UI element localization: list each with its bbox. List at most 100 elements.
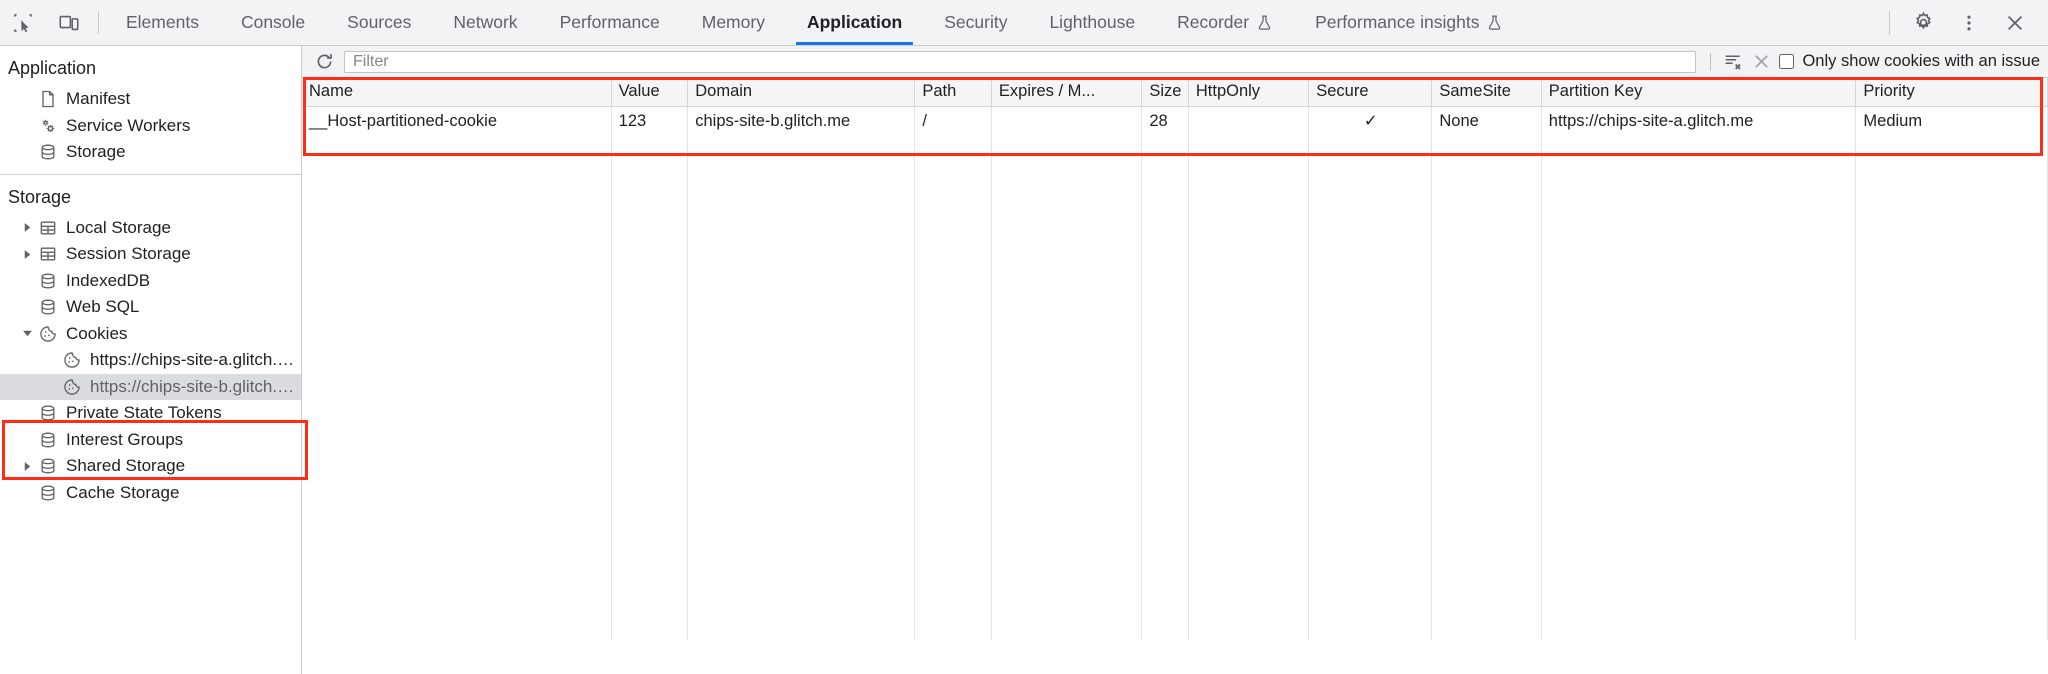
table-empty-row — [302, 584, 2048, 612]
database-icon — [36, 297, 60, 317]
cell-partition-key: https://chips-site-a.glitch.me — [1541, 106, 1857, 136]
sidebar-item-cache-storage[interactable]: Cache Storage — [0, 480, 301, 507]
column-header[interactable]: Domain — [687, 78, 916, 107]
tab-performance-insights[interactable]: Performance insights — [1294, 0, 1524, 45]
table-empty-row — [302, 164, 2048, 192]
sidebar-item-storage[interactable]: Storage — [0, 139, 301, 166]
sidebar-item-cookies[interactable]: Cookies — [0, 321, 301, 348]
cell-priority: Medium — [1855, 106, 2048, 136]
device-toolbar-icon[interactable] — [46, 0, 92, 45]
sidebar-item-manifest[interactable]: Manifest — [0, 86, 301, 113]
tab-label: Lighthouse — [1049, 12, 1136, 32]
sidebar-item-web-sql[interactable]: Web SQL — [0, 294, 301, 321]
inspect-element-icon[interactable] — [0, 0, 46, 45]
sidebar-section-title: Application — [8, 58, 97, 78]
sidebar-item-label: Private State Tokens — [66, 403, 222, 423]
table-empty-row — [302, 556, 2048, 584]
document-icon — [36, 89, 60, 109]
sidebar-item-label: Web SQL — [66, 297, 140, 317]
column-header[interactable]: SameSite — [1431, 78, 1542, 107]
close-icon[interactable] — [1992, 12, 2038, 34]
chevron-right-icon[interactable] — [18, 222, 36, 233]
sidebar-item-https-chips-site-a-glitch-me[interactable]: https://chips-site-a.glitch.me — [0, 347, 301, 374]
table-empty-row — [302, 192, 2048, 220]
sidebar-item-label: Interest Groups — [66, 429, 184, 449]
sidebar-item-private-state-tokens[interactable]: Private State Tokens — [0, 400, 301, 427]
sidebar-item-service-workers[interactable]: Service Workers — [0, 113, 301, 140]
tab-memory[interactable]: Memory — [681, 0, 786, 45]
checkbox-box[interactable] — [1779, 54, 1795, 69]
cookie-icon — [36, 324, 60, 344]
filter-input[interactable] — [344, 50, 1697, 73]
column-header[interactable]: Expires / M... — [991, 78, 1143, 107]
database-icon — [36, 142, 60, 162]
chevron-down-icon[interactable] — [18, 328, 36, 339]
database-icon — [36, 271, 60, 291]
table-empty-row — [302, 360, 2048, 388]
more-options-icon[interactable] — [1946, 13, 1992, 33]
column-header[interactable]: Size — [1141, 78, 1189, 107]
column-header[interactable]: HttpOnly — [1188, 78, 1310, 107]
sidebar-item-local-storage[interactable]: Local Storage — [0, 215, 301, 242]
tab-network[interactable]: Network — [432, 0, 538, 45]
tab-recorder[interactable]: Recorder — [1156, 0, 1294, 45]
tab-label: Performance — [559, 12, 660, 32]
column-header[interactable]: Priority — [1855, 78, 2048, 107]
column-header[interactable]: Secure — [1308, 78, 1433, 107]
table-empty-row — [302, 472, 2048, 500]
sidebar-item-label: Cache Storage — [66, 482, 180, 502]
tab-elements[interactable]: Elements — [105, 0, 220, 45]
table-empty-row — [302, 416, 2048, 444]
tab-console[interactable]: Console — [220, 0, 326, 45]
tab-label: Recorder — [1177, 12, 1250, 32]
chevron-right-icon[interactable] — [18, 461, 36, 472]
table-icon — [36, 218, 60, 238]
sidebar-item-label: Service Workers — [66, 115, 191, 135]
cell-domain: chips-site-b.glitch.me — [687, 106, 916, 136]
settings-gear-icon[interactable] — [1900, 11, 1946, 34]
sidebar-item-shared-storage[interactable]: Shared Storage — [0, 453, 301, 480]
sidebar-item-label: IndexedDB — [66, 270, 151, 290]
sidebar-item-label: Manifest — [66, 89, 131, 109]
tab-label: Performance insights — [1315, 12, 1480, 32]
sidebar-item-interest-groups[interactable]: Interest Groups — [0, 427, 301, 454]
column-header[interactable]: Partition Key — [1541, 78, 1857, 107]
filterbar-divider — [1710, 52, 1712, 71]
cell-path: / — [914, 106, 992, 136]
database-icon — [36, 403, 60, 423]
only-show-issues-checkbox[interactable]: Only show cookies with an issue — [1779, 52, 2040, 71]
table-empty-row — [302, 248, 2048, 276]
refresh-icon[interactable] — [310, 49, 338, 75]
tab-security[interactable]: Security — [923, 0, 1028, 45]
cell-httponly — [1188, 106, 1310, 136]
table-empty-row — [302, 612, 2048, 640]
column-header[interactable]: Path — [914, 78, 992, 107]
tab-performance[interactable]: Performance — [539, 0, 681, 45]
chevron-right-icon[interactable] — [18, 249, 36, 260]
clear-all-cookies-icon[interactable] — [1747, 49, 1775, 75]
sidebar-item-session-storage[interactable]: Session Storage — [0, 241, 301, 268]
sidebar-item-https-chips-site-b-glitch-me[interactable]: https://chips-site-b.glitch.me — [0, 373, 301, 400]
column-header[interactable]: Value — [611, 78, 689, 107]
tab-label: Network — [453, 12, 518, 32]
cell-expires-m — [991, 106, 1143, 136]
toolbar-right-controls — [1879, 0, 2048, 45]
tab-sources[interactable]: Sources — [326, 0, 432, 45]
tab-lighthouse[interactable]: Lighthouse — [1028, 0, 1156, 45]
column-header[interactable]: Name — [302, 78, 612, 107]
table-empty-row — [302, 304, 2048, 332]
table-empty-row — [302, 500, 2048, 528]
tab-label: Security — [944, 12, 1008, 32]
clear-filtered-cookies-icon[interactable] — [1719, 49, 1747, 75]
sidebar-item-indexeddb[interactable]: IndexedDB — [0, 268, 301, 295]
tab-application[interactable]: Application — [786, 0, 923, 45]
cell-samesite: None — [1431, 106, 1542, 136]
sidebar-item-label: Cookies — [66, 323, 128, 343]
cell-secure: ✓ — [1308, 106, 1433, 136]
